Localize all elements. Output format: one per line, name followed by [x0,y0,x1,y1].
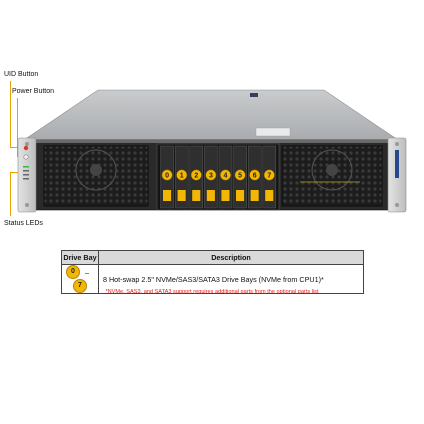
status-led-2 [23,170,29,172]
drive-bay-number-1: 1 [180,173,184,180]
lid-label [250,93,258,97]
drive-tray-latch-4 [221,190,230,201]
bay-range-dash: – [85,267,89,277]
drive-bay-number-7: 7 [267,173,271,180]
footnote: *NVMe, SAS3, and SATA3 support requires … [105,289,319,295]
table-row: 0– 7 8 Hot-swap 2.5" NVMe/SAS3/SATA3 Driv… [61,264,364,294]
status-led-4 [23,178,29,180]
leds-leader-tick [10,172,18,173]
drive-tray-latch-7 [265,190,274,201]
drive-bay-number-4: 4 [224,173,228,180]
drive-bay-number-6: 6 [253,173,257,180]
header-drive-bay: Drive Bay [61,250,99,265]
power-button [23,154,29,160]
drive-tray-latch-3 [206,190,215,201]
uid-leader-line [10,81,11,147]
drive-tray-latch-2 [192,190,201,201]
drive-tray-latch-0 [163,190,172,201]
right-fan-icon [311,149,353,191]
bay-badge-end: 7 [73,279,87,293]
drive-bay-number-0: 0 [165,173,169,180]
power-button-callout: Power Button [12,88,55,95]
drive-bay-badge-5 [234,169,246,181]
header-description: Description [98,250,364,265]
status-led-3 [23,174,29,176]
power-leader-line [17,98,18,156]
leds-leader-line [10,172,11,216]
drive-bay-number-2: 2 [194,173,198,180]
drive-tray-latch-1 [177,190,186,201]
uid-button [23,145,29,151]
uid-button-callout: UID Button [4,71,39,78]
bay-badge-start: 0 [66,265,80,279]
status-leds-callout: Status LEDs [4,220,43,227]
left-fan-icon [75,149,117,191]
drive-bay-table: Drive Bay Description 0– 7 8 Hot-swap 2.5… [61,250,364,294]
drive-bay-badge-3 [205,169,217,181]
status-led-1 [23,166,29,168]
drive-bay-badge-1 [176,169,188,181]
chassis-top-lid [23,89,399,141]
drive-bay-badge-7 [263,169,275,181]
drive-tray-latch-5 [236,190,245,201]
drive-bay-badge-6 [249,169,261,181]
drive-bay-range-cell: 0– 7 [61,264,99,294]
drive-bay-badge-4 [220,169,231,181]
drive-bay-number-3: 3 [209,173,213,180]
drive-bay-badge-2 [190,169,202,181]
table-header-row: Drive Bay Description [61,250,364,265]
uid-leader-tick [10,147,18,148]
brand-strip [395,150,399,178]
description-cell: 8 Hot-swap 2.5" NVMe/SAS3/SATA3 Drive Ba… [98,264,364,294]
drive-tray-latch-6 [250,190,259,201]
drive-bay-badge-0 [161,169,173,181]
drive-bay-number-5: 5 [238,173,242,180]
lid-sticker [255,127,291,137]
